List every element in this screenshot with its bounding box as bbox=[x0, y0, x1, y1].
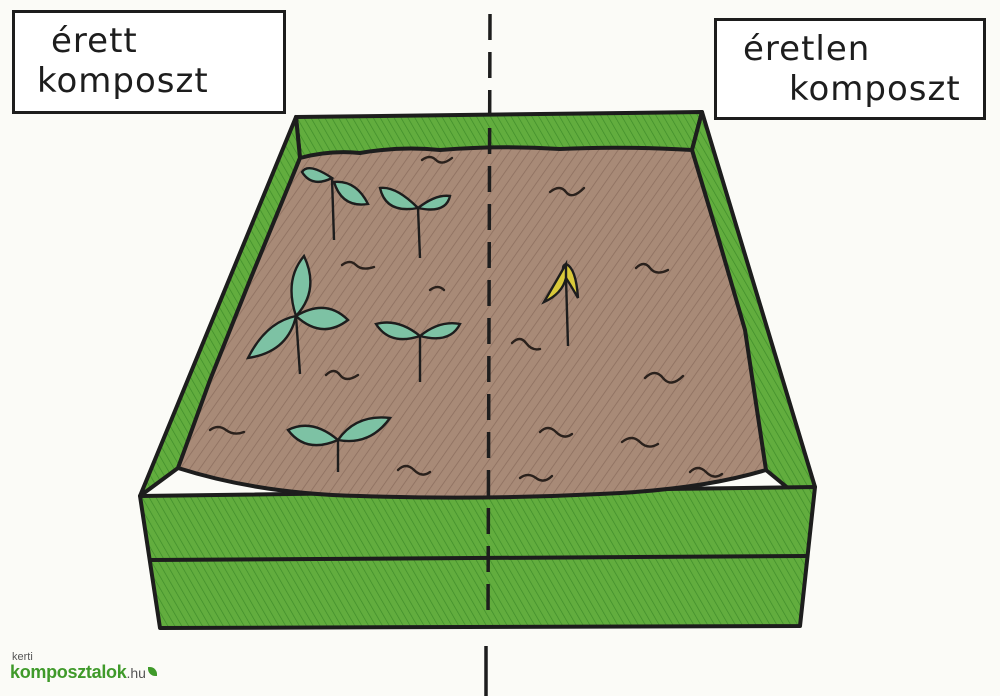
compost-box bbox=[138, 110, 817, 630]
leaf-icon bbox=[147, 667, 157, 676]
mature-label-line1: érett bbox=[51, 21, 138, 61]
seedling-icon bbox=[374, 321, 462, 382]
seedlings-mature-side bbox=[245, 166, 462, 472]
watermark-tld: .hu bbox=[126, 665, 146, 681]
mature-label-line2: komposzt bbox=[37, 61, 209, 101]
seedling-icon bbox=[245, 253, 350, 375]
mature-compost-label: érett komposzt bbox=[12, 10, 286, 114]
site-watermark: kerti komposztalok.hu bbox=[10, 652, 157, 682]
front-wall-stripe bbox=[149, 554, 807, 562]
immature-compost-label: éretlen komposzt bbox=[714, 18, 986, 120]
watermark-small-text: kerti bbox=[12, 651, 33, 663]
seedling-icon bbox=[378, 186, 452, 259]
immature-label-line2: komposzt bbox=[789, 69, 961, 109]
divider-line bbox=[484, 13, 492, 696]
immature-label-line1: éretlen bbox=[743, 29, 871, 69]
box-right-wall bbox=[690, 110, 817, 500]
sprout-icon bbox=[541, 259, 580, 347]
compost-soil bbox=[176, 145, 768, 500]
seedling-icon bbox=[300, 166, 370, 241]
watermark-brand: komposztalok bbox=[10, 662, 127, 682]
soil-texture bbox=[208, 155, 724, 482]
seedling-icon bbox=[286, 416, 393, 472]
